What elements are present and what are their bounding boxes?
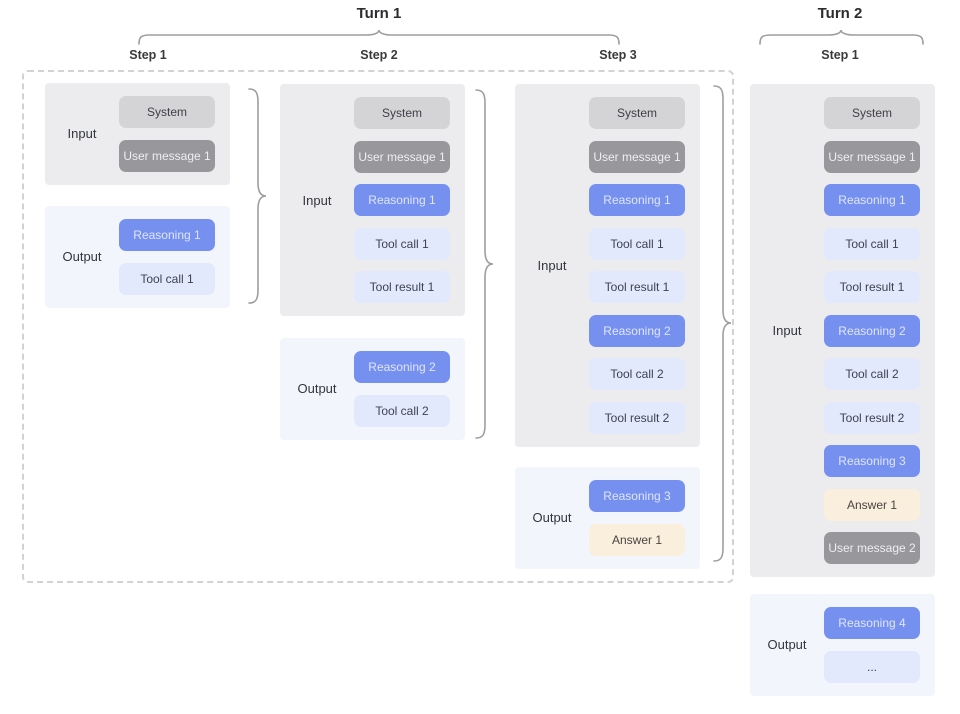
turn1-step2-output-group: Output Reasoning 2 Tool call 2 bbox=[280, 338, 465, 440]
turn1-step3-label: Step 3 bbox=[599, 48, 637, 62]
message-box-reasoning: Reasoning 4 bbox=[824, 607, 920, 639]
output-label: Output bbox=[532, 510, 572, 526]
message-box-tool-call: Tool call 2 bbox=[354, 394, 450, 427]
message-box-system: System bbox=[354, 97, 450, 129]
input-label: Input bbox=[67, 126, 97, 142]
turn1-brace bbox=[138, 29, 620, 45]
message-box-user: User message 2 bbox=[824, 532, 920, 564]
message-stack: System User message 1 Reasoning 1 Tool c… bbox=[824, 97, 920, 564]
message-stack: System User message 1 Reasoning 1 Tool c… bbox=[354, 97, 450, 303]
input-label: Input bbox=[302, 192, 332, 208]
message-stack: System User message 1 Reasoning 1 Tool c… bbox=[589, 97, 685, 434]
message-box-reasoning: Reasoning 1 bbox=[824, 184, 920, 216]
message-box-tool-result: Tool result 2 bbox=[589, 401, 685, 434]
message-stack: Reasoning 1 Tool call 1 bbox=[119, 219, 215, 295]
turn1-step1-output-group: Output Reasoning 1 Tool call 1 bbox=[45, 206, 230, 308]
message-box-system: System bbox=[824, 97, 920, 129]
input-label: Input bbox=[537, 257, 567, 273]
message-box-system: System bbox=[589, 97, 685, 129]
turn2-brace bbox=[759, 29, 924, 45]
output-label: Output bbox=[62, 249, 102, 265]
message-stack: Reasoning 2 Tool call 2 bbox=[354, 351, 450, 427]
message-box-tool-result: Tool result 1 bbox=[589, 271, 685, 303]
turn1-step2-input-group: Input System User message 1 Reasoning 1 … bbox=[280, 84, 465, 316]
message-box-reasoning: Reasoning 2 bbox=[589, 314, 685, 347]
message-box-tool-call: Tool call 1 bbox=[354, 227, 450, 260]
message-box-tool-call: Tool call 2 bbox=[824, 358, 920, 390]
message-box-tool-result: Tool result 1 bbox=[824, 271, 920, 303]
turn1-frame bbox=[22, 70, 734, 583]
message-box-answer: Answer 1 bbox=[824, 488, 920, 521]
output-label: Output bbox=[767, 637, 807, 653]
turn2-step1-input-group: Input System User message 1 Reasoning 1 … bbox=[750, 84, 935, 577]
message-box-reasoning: Reasoning 2 bbox=[824, 314, 920, 347]
message-stack: Reasoning 4 ... bbox=[824, 607, 920, 683]
message-box-user: User message 1 bbox=[589, 140, 685, 173]
turn1-step1-input-group: Input System User message 1 bbox=[45, 83, 230, 185]
message-box-reasoning: Reasoning 1 bbox=[354, 184, 450, 216]
turn2-title: Turn 2 bbox=[817, 5, 863, 22]
turn1-step3-output-group: Output Reasoning 3 Answer 1 bbox=[515, 467, 700, 569]
message-box-tool-call: Tool call 1 bbox=[119, 262, 215, 295]
message-box-user: User message 1 bbox=[824, 140, 920, 173]
message-box-ellipsis: ... bbox=[824, 650, 920, 683]
message-box-user: User message 1 bbox=[354, 140, 450, 173]
message-box-answer: Answer 1 bbox=[589, 523, 685, 556]
message-box-reasoning: Reasoning 3 bbox=[589, 480, 685, 512]
message-box-user: User message 1 bbox=[119, 139, 215, 172]
input-label: Input bbox=[772, 323, 802, 338]
turn1-step2-label: Step 2 bbox=[360, 48, 398, 62]
message-box-reasoning: Reasoning 1 bbox=[589, 184, 685, 216]
turn1-step3-input-group: Input System User message 1 Reasoning 1 … bbox=[515, 84, 700, 447]
turn2-step1-label: Step 1 bbox=[821, 48, 859, 62]
step2-brace bbox=[475, 89, 494, 439]
message-box-tool-call: Tool call 2 bbox=[589, 358, 685, 390]
message-box-tool-result: Tool result 1 bbox=[354, 271, 450, 303]
message-box-reasoning: Reasoning 1 bbox=[119, 219, 215, 251]
message-box-tool-result: Tool result 2 bbox=[824, 401, 920, 434]
message-stack: Reasoning 3 Answer 1 bbox=[589, 480, 685, 556]
message-box-reasoning: Reasoning 2 bbox=[354, 351, 450, 383]
output-label: Output bbox=[297, 381, 337, 397]
message-box-reasoning: Reasoning 3 bbox=[824, 445, 920, 477]
turn1-title: Turn 1 bbox=[356, 5, 402, 22]
step1-brace bbox=[248, 88, 267, 304]
step3-brace bbox=[713, 85, 732, 562]
message-stack: System User message 1 bbox=[119, 96, 215, 172]
message-box-tool-call: Tool call 1 bbox=[589, 227, 685, 260]
message-box-system: System bbox=[119, 96, 215, 128]
message-box-tool-call: Tool call 1 bbox=[824, 227, 920, 260]
turn2-step1-output-group: Output Reasoning 4 ... bbox=[750, 594, 935, 696]
turn1-step1-label: Step 1 bbox=[129, 48, 167, 62]
